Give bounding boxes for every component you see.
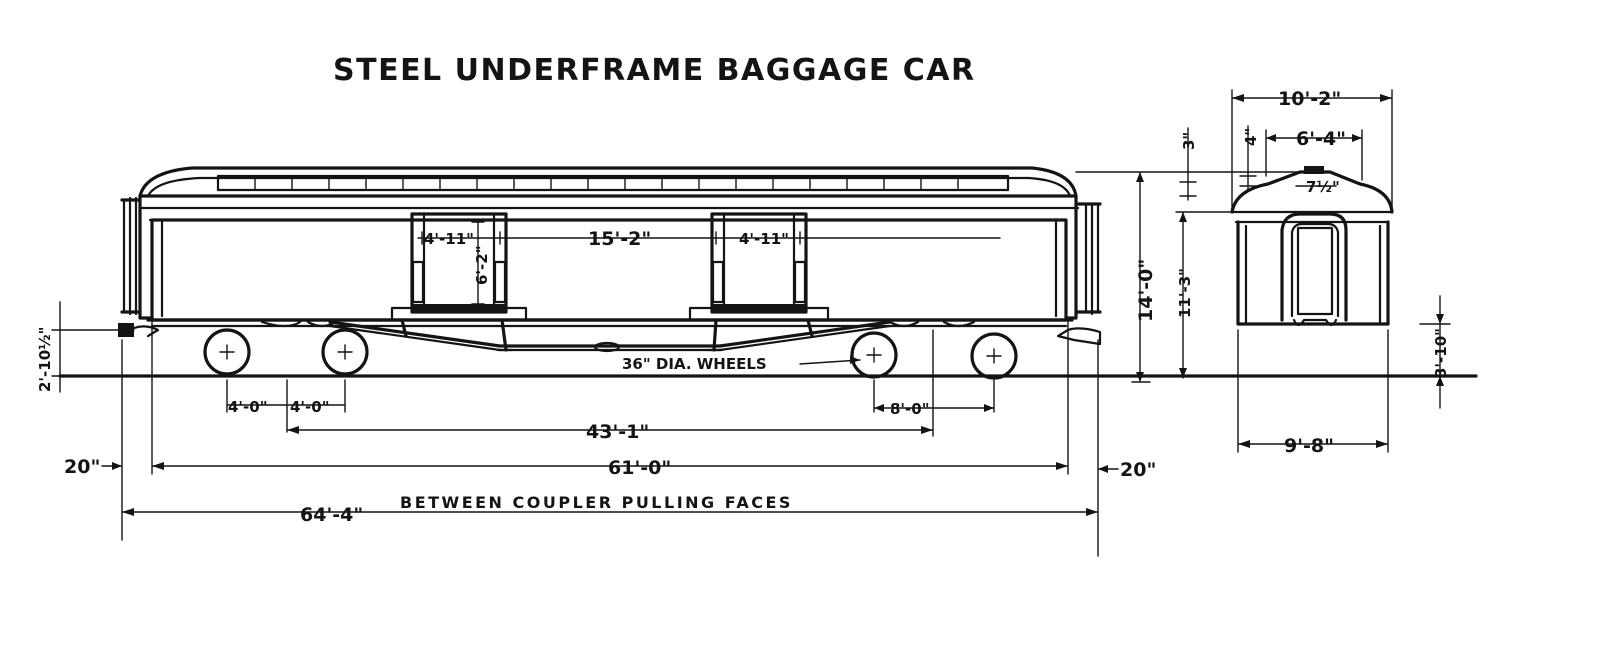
end-elevation	[1230, 166, 1394, 327]
body-length-label: 61'-0"	[608, 457, 671, 479]
side-dimensions	[51, 127, 1301, 557]
wheel-3	[850, 331, 898, 379]
overhang-right-label: 20"	[1120, 459, 1156, 481]
end-width-top-label: 10'-2"	[1278, 88, 1341, 110]
floor-height-label: 3'-10"	[1432, 328, 1450, 378]
right-end-vestibule	[1064, 194, 1078, 320]
end-body	[1236, 220, 1390, 326]
overall-length-note: BETWEEN COUPLER PULLING FACES	[400, 493, 793, 512]
height-to-eaves-label: 11'-3"	[1176, 268, 1194, 318]
coupler-height-label: 2'-10½"	[36, 327, 54, 392]
side-elevation	[58, 166, 1478, 380]
end-dimensions	[1231, 89, 1451, 453]
car-roof	[138, 166, 1078, 198]
wheels-label: 36" DIA. WHEELS	[622, 355, 767, 373]
roof-walk-label: 7½"	[1306, 178, 1340, 196]
end-width-bottom-label: 9'-8"	[1284, 435, 1334, 457]
door-height-label: 6'-2"	[473, 245, 491, 285]
door-width-left-label: 4'-11"	[424, 230, 474, 248]
wheelbase-right-label: 8'-0"	[890, 400, 930, 418]
side-door-right	[710, 212, 808, 314]
wheel-1	[203, 328, 251, 376]
side-door-left	[410, 212, 508, 314]
end-door	[1280, 212, 1348, 327]
coupler-right	[1056, 327, 1102, 346]
clerestory-width-label: 6'-4"	[1296, 128, 1346, 150]
height-to-roof-label: 14'-0"	[1135, 259, 1157, 322]
door-spacing-label: 15'-2"	[588, 228, 651, 250]
overhang-left-label: 20"	[64, 456, 100, 478]
wheelbase-left-b-label: 4'-0"	[290, 398, 330, 416]
roof-clearance-label: 3"	[1180, 132, 1198, 150]
drawing-title: STEEL UNDERFRAME BAGGAGE CAR	[333, 53, 976, 88]
clerestory-height-label: 4"	[1242, 128, 1260, 146]
wheelbase-left-a-label: 4'-0"	[228, 398, 268, 416]
truss-rods	[328, 320, 892, 348]
left-end-vestibule	[138, 194, 154, 320]
wheel-4	[970, 332, 1018, 380]
truck-centers-label: 43'-1"	[586, 421, 649, 443]
wheel-2	[321, 328, 369, 376]
dimension-arrows	[112, 172, 1187, 516]
door-width-right-label: 4'-11"	[739, 230, 789, 248]
clerestory-windows	[254, 175, 959, 191]
end-dimension-arrows	[1232, 94, 1444, 448]
clerestory-strip	[216, 174, 1010, 192]
overall-length-label: 64'-4"	[300, 504, 363, 526]
